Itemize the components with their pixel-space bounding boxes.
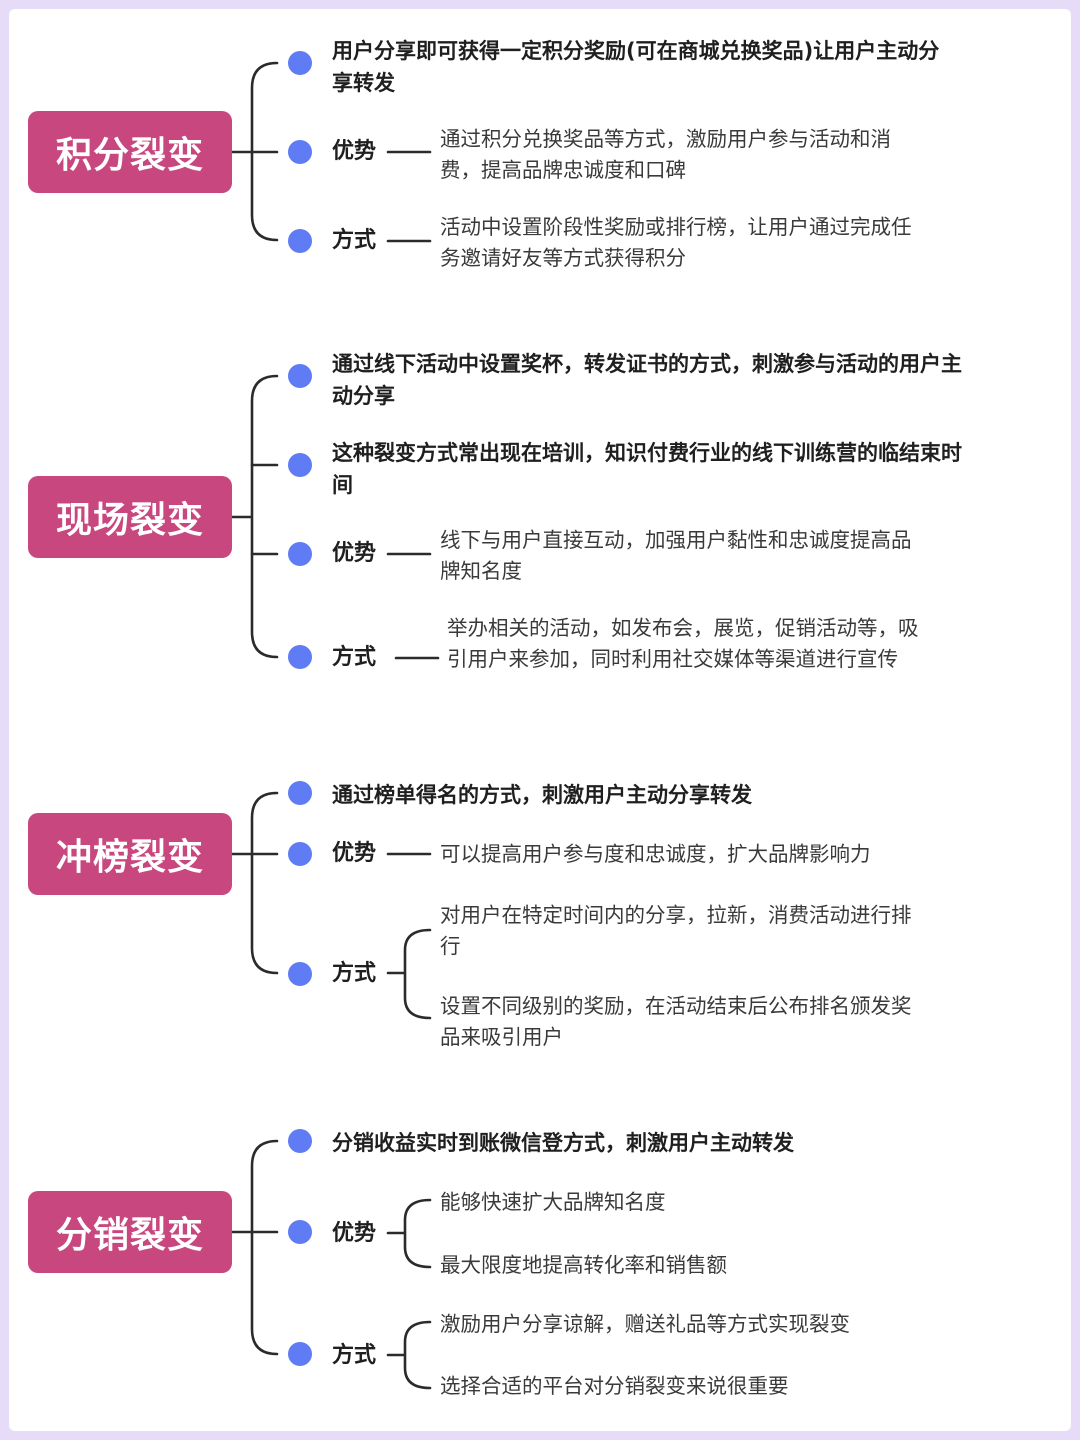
detail-text: 线下与用户直接互动，加强用户黏性和忠诚度提高品牌知名度 bbox=[440, 528, 912, 583]
advantage-label: 优势 bbox=[332, 841, 377, 866]
bullet-dot bbox=[288, 645, 312, 669]
advantage-label: 优势 bbox=[332, 1221, 377, 1246]
bullet-dot bbox=[288, 364, 312, 388]
detail-text: 可以提高用户参与度和忠诚度，扩大品牌影响力 bbox=[440, 842, 871, 866]
detail-text: 通过积分兑换奖品等方式，激励用户参与活动和消费，提高品牌忠诚度和口碑 bbox=[440, 127, 891, 182]
detail-text: 选择合适的平台对分销裂变来说很重要 bbox=[440, 1374, 789, 1398]
detail-text: 能够快速扩大品牌知名度 bbox=[440, 1190, 666, 1214]
detail-text: 最大限度地提高转化率和销售额 bbox=[440, 1253, 727, 1277]
method-label: 方式 bbox=[332, 1343, 377, 1368]
category-box: 分销裂变 bbox=[28, 1191, 232, 1273]
bullet-dot bbox=[288, 1220, 312, 1244]
bullet-dot bbox=[288, 781, 312, 805]
statement-text: 用户分享即可获得一定积分奖励(可在商城兑换奖品)让用户主动分享转发 bbox=[332, 39, 940, 95]
bullet-dot bbox=[288, 140, 312, 164]
category-box: 冲榜裂变 bbox=[28, 813, 232, 895]
detail-text: 设置不同级别的奖励，在活动结束后公布排名颁发奖品来吸引用户 bbox=[440, 994, 912, 1049]
method-label: 方式 bbox=[332, 961, 377, 986]
bullet-dot bbox=[288, 453, 312, 477]
statement-text: 通过榜单得名的方式，刺激用户主动分享转发 bbox=[332, 783, 752, 807]
bullet-dot bbox=[288, 229, 312, 253]
advantage-label: 优势 bbox=[332, 139, 377, 164]
bullet-dot bbox=[288, 962, 312, 986]
category-box: 现场裂变 bbox=[28, 476, 232, 558]
detail-text: 举办相关的活动，如发布会，展览，促销活动等，吸引用户来参加，同时利用社交媒体等渠… bbox=[447, 616, 919, 671]
bullet-dot bbox=[288, 842, 312, 866]
advantage-label: 优势 bbox=[332, 541, 377, 566]
detail-text: 活动中设置阶段性奖励或排行榜，让用户通过完成任务邀请好友等方式获得积分 bbox=[440, 215, 912, 270]
detail-text: 对用户在特定时间内的分享，拉新，消费活动进行排行 bbox=[440, 903, 912, 958]
category-box: 积分裂变 bbox=[28, 111, 232, 193]
method-label: 方式 bbox=[332, 228, 377, 253]
statement-text: 通过线下活动中设置奖杯，转发证书的方式，刺激参与活动的用户主动分享 bbox=[332, 352, 962, 408]
statement-text: 这种裂变方式常出现在培训，知识付费行业的线下训练营的临结束时间 bbox=[332, 441, 962, 497]
method-label: 方式 bbox=[332, 645, 377, 670]
bullet-dot bbox=[288, 1129, 312, 1153]
bullet-dot bbox=[288, 542, 312, 566]
statement-text: 分销收益实时到账微信登方式，刺激用户主动转发 bbox=[332, 1131, 794, 1155]
bullet-dot bbox=[288, 1342, 312, 1366]
detail-text: 激励用户分享谅解，赠送礼品等方式实现裂变 bbox=[440, 1312, 850, 1336]
bullet-dot bbox=[288, 51, 312, 75]
